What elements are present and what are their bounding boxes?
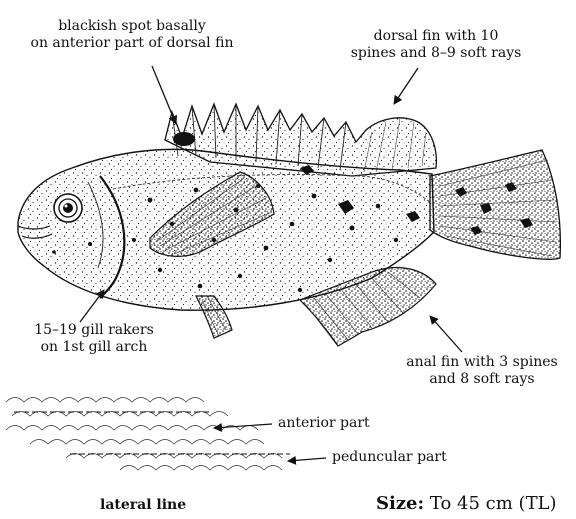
gill-rakers-arrow: [80, 290, 104, 322]
anal-fin-line2: and 8 soft rays: [392, 371, 572, 388]
gill-rakers-annotation: 15–19 gill rakers on 1st gill arch: [14, 322, 174, 356]
anal-fin-arrow: [430, 316, 462, 352]
size-label: Size:: [376, 493, 424, 514]
lateral-line-caption: lateral line: [100, 497, 186, 514]
dorsal-spot-line1: blackish spot basally: [22, 18, 242, 35]
dorsal-fin-arrow: [394, 68, 418, 104]
dorsal-fin-annotation: dorsal fin with 10 spines and 8–9 soft r…: [326, 28, 546, 62]
size-statement: Size: To 45 cm (TL): [376, 494, 557, 514]
dorsal-fin-line2: spines and 8–9 soft rays: [326, 45, 546, 62]
anal-fin-annotation: anal fin with 3 spines and 8 soft rays: [392, 354, 572, 388]
caudal-fin: [430, 150, 560, 259]
lateral-line-scales: [6, 398, 290, 471]
size-value: To 45 cm (TL): [430, 493, 557, 514]
gill-rakers-line2: on 1st gill arch: [14, 339, 174, 356]
dorsal-spot-arrow: [152, 66, 176, 124]
dorsal-spot-annotation: blackish spot basally on anterior part o…: [22, 18, 242, 52]
dorsal-blackish-spot: [173, 132, 195, 146]
peduncular-part-label: peduncular part: [332, 449, 447, 466]
anterior-part-label: anterior part: [278, 415, 370, 432]
dorsal-spot-line2: on anterior part of dorsal fin: [22, 35, 242, 52]
peduncular-part-arrow: [288, 458, 326, 461]
gill-rakers-line1: 15–19 gill rakers: [14, 322, 174, 339]
dorsal-fin-line1: dorsal fin with 10: [326, 28, 546, 45]
anal-fin-line1: anal fin with 3 spines: [392, 354, 572, 371]
